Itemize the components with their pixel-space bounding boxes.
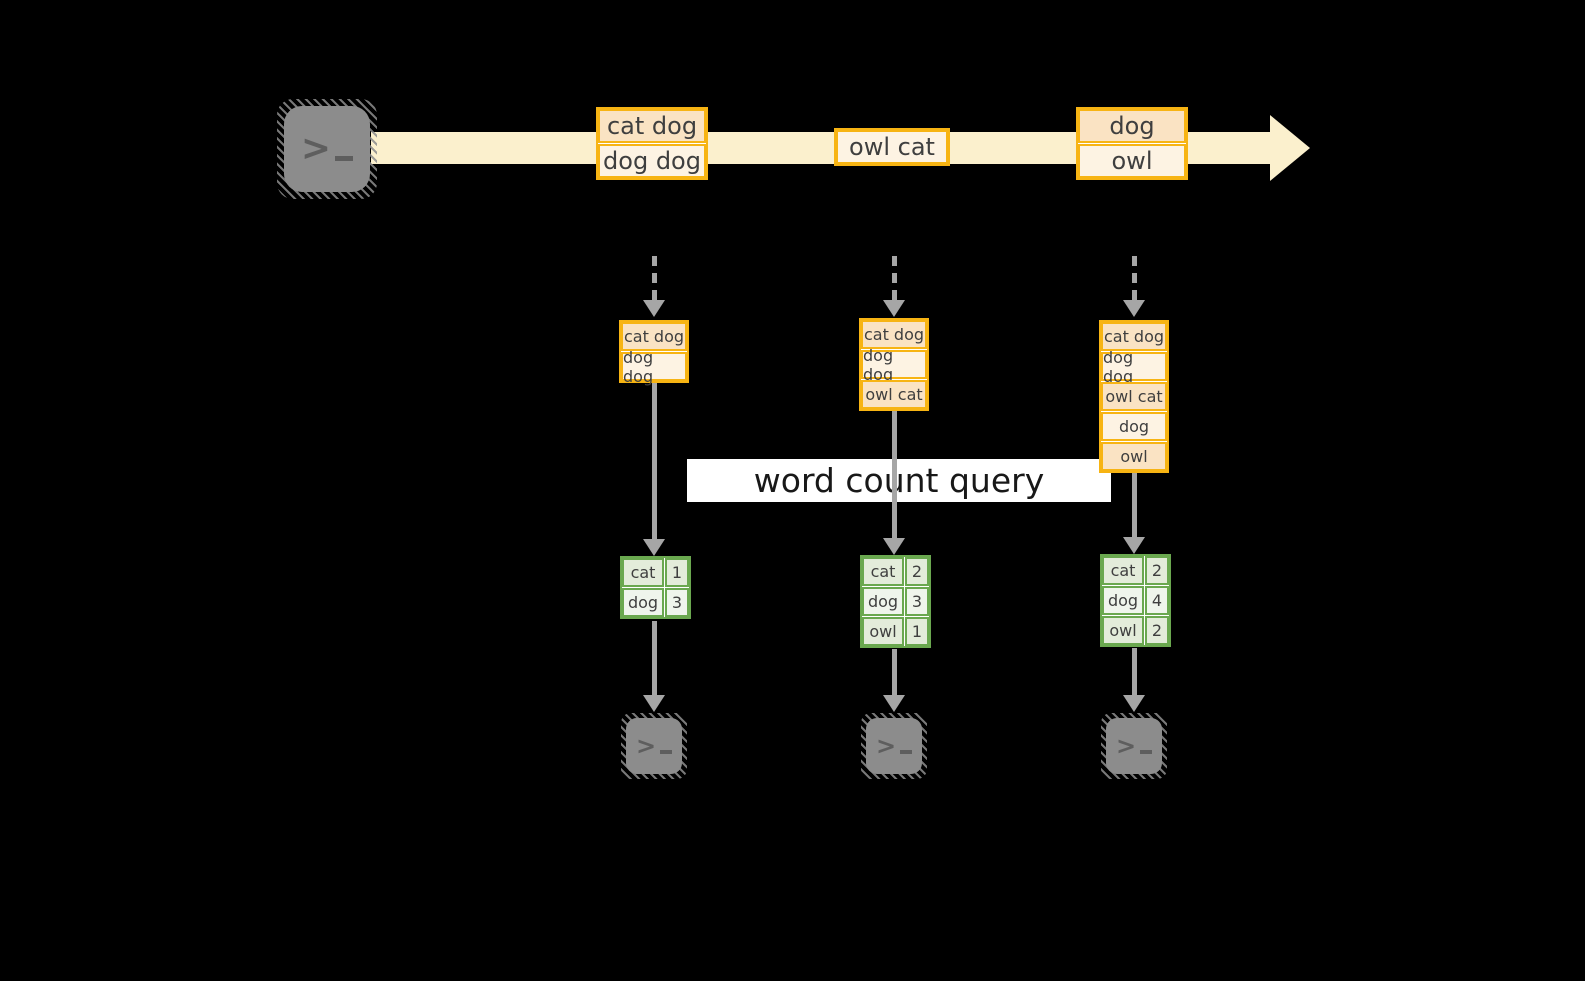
count-cell: 3 bbox=[665, 588, 689, 617]
count-cell: 1 bbox=[665, 558, 689, 587]
terminal-face: > bbox=[284, 106, 370, 192]
arrow-down-icon bbox=[883, 649, 905, 712]
count-cell: 1 bbox=[905, 617, 929, 646]
arrow-down-icon bbox=[883, 411, 905, 555]
arrow-down-icon bbox=[1123, 648, 1145, 712]
prompt-chevron-icon: > bbox=[635, 732, 657, 760]
dashed-arrow-down-icon bbox=[1123, 256, 1145, 317]
event-buffer-2: cat dog dog dog owl cat bbox=[859, 318, 929, 411]
count-cell: 2 bbox=[1145, 556, 1169, 585]
arrow-down-icon bbox=[643, 621, 665, 712]
count-table-1: cat 1 dog 3 bbox=[620, 556, 691, 619]
buffer-cell: dog dog bbox=[861, 346, 927, 384]
terminal-face: > bbox=[1106, 718, 1162, 774]
buffer-cell: cat dog bbox=[1101, 322, 1167, 351]
buffer-cell: dog bbox=[1101, 412, 1167, 441]
prompt-chevron-icon: > bbox=[1115, 732, 1137, 760]
count-cell: 2 bbox=[905, 557, 929, 586]
count-cell: 3 bbox=[905, 587, 929, 616]
count-cell: 4 bbox=[1145, 586, 1169, 615]
arrow-down-icon bbox=[643, 383, 665, 556]
stream-event-box-2: owl cat bbox=[834, 128, 950, 166]
prompt-underscore-icon bbox=[1140, 750, 1153, 754]
terminal-icon: > bbox=[1101, 713, 1167, 779]
buffer-cell: owl cat bbox=[861, 380, 927, 409]
word-cell: cat bbox=[1102, 556, 1144, 585]
terminal-icon: > bbox=[861, 713, 927, 779]
event-buffer-3: cat dog dog dog owl cat dog owl bbox=[1099, 320, 1169, 473]
event-cell: dog dog bbox=[598, 144, 706, 178]
count-table-2: cat 2 dog 3 owl 1 bbox=[860, 555, 931, 648]
word-cell: cat bbox=[862, 557, 904, 586]
prompt-chevron-icon: > bbox=[875, 732, 897, 760]
count-cell: 2 bbox=[1145, 616, 1169, 645]
dashed-arrow-down-icon bbox=[643, 256, 665, 317]
arrow-down-icon bbox=[1123, 473, 1145, 554]
event-cell: owl cat bbox=[836, 130, 948, 164]
prompt-chevron-icon: > bbox=[300, 128, 332, 169]
prompt-underscore-icon bbox=[335, 155, 354, 161]
count-table-3: cat 2 dog 4 owl 2 bbox=[1100, 554, 1171, 647]
buffer-cell: dog dog bbox=[621, 348, 687, 386]
event-cell: owl bbox=[1078, 144, 1186, 178]
buffer-cell: owl bbox=[1101, 442, 1167, 471]
stream-event-box-3: dog owl bbox=[1076, 107, 1188, 180]
terminal-face: > bbox=[866, 718, 922, 774]
event-cell: dog bbox=[1078, 109, 1186, 143]
word-cell: owl bbox=[862, 617, 904, 646]
buffer-cell: cat dog bbox=[861, 320, 927, 349]
dashed-arrow-down-icon bbox=[883, 256, 905, 317]
word-cell: dog bbox=[1102, 586, 1144, 615]
buffer-cell: dog dog bbox=[1101, 348, 1167, 386]
word-cell: dog bbox=[622, 588, 664, 617]
stream-arrow-head bbox=[1270, 115, 1310, 181]
word-cell: cat bbox=[622, 558, 664, 587]
buffer-cell: cat dog bbox=[621, 322, 687, 351]
word-cell: owl bbox=[1102, 616, 1144, 645]
terminal-face: > bbox=[626, 718, 682, 774]
prompt-underscore-icon bbox=[900, 750, 913, 754]
terminal-icon: > bbox=[277, 99, 377, 199]
prompt-underscore-icon bbox=[660, 750, 673, 754]
event-buffer-1: cat dog dog dog bbox=[619, 320, 689, 386]
buffer-cell: owl cat bbox=[1101, 382, 1167, 411]
terminal-icon: > bbox=[621, 713, 687, 779]
event-cell: cat dog bbox=[598, 109, 706, 143]
stream-event-box-1: cat dog dog dog bbox=[596, 107, 708, 180]
word-cell: dog bbox=[862, 587, 904, 616]
query-label: word count query bbox=[687, 459, 1111, 502]
